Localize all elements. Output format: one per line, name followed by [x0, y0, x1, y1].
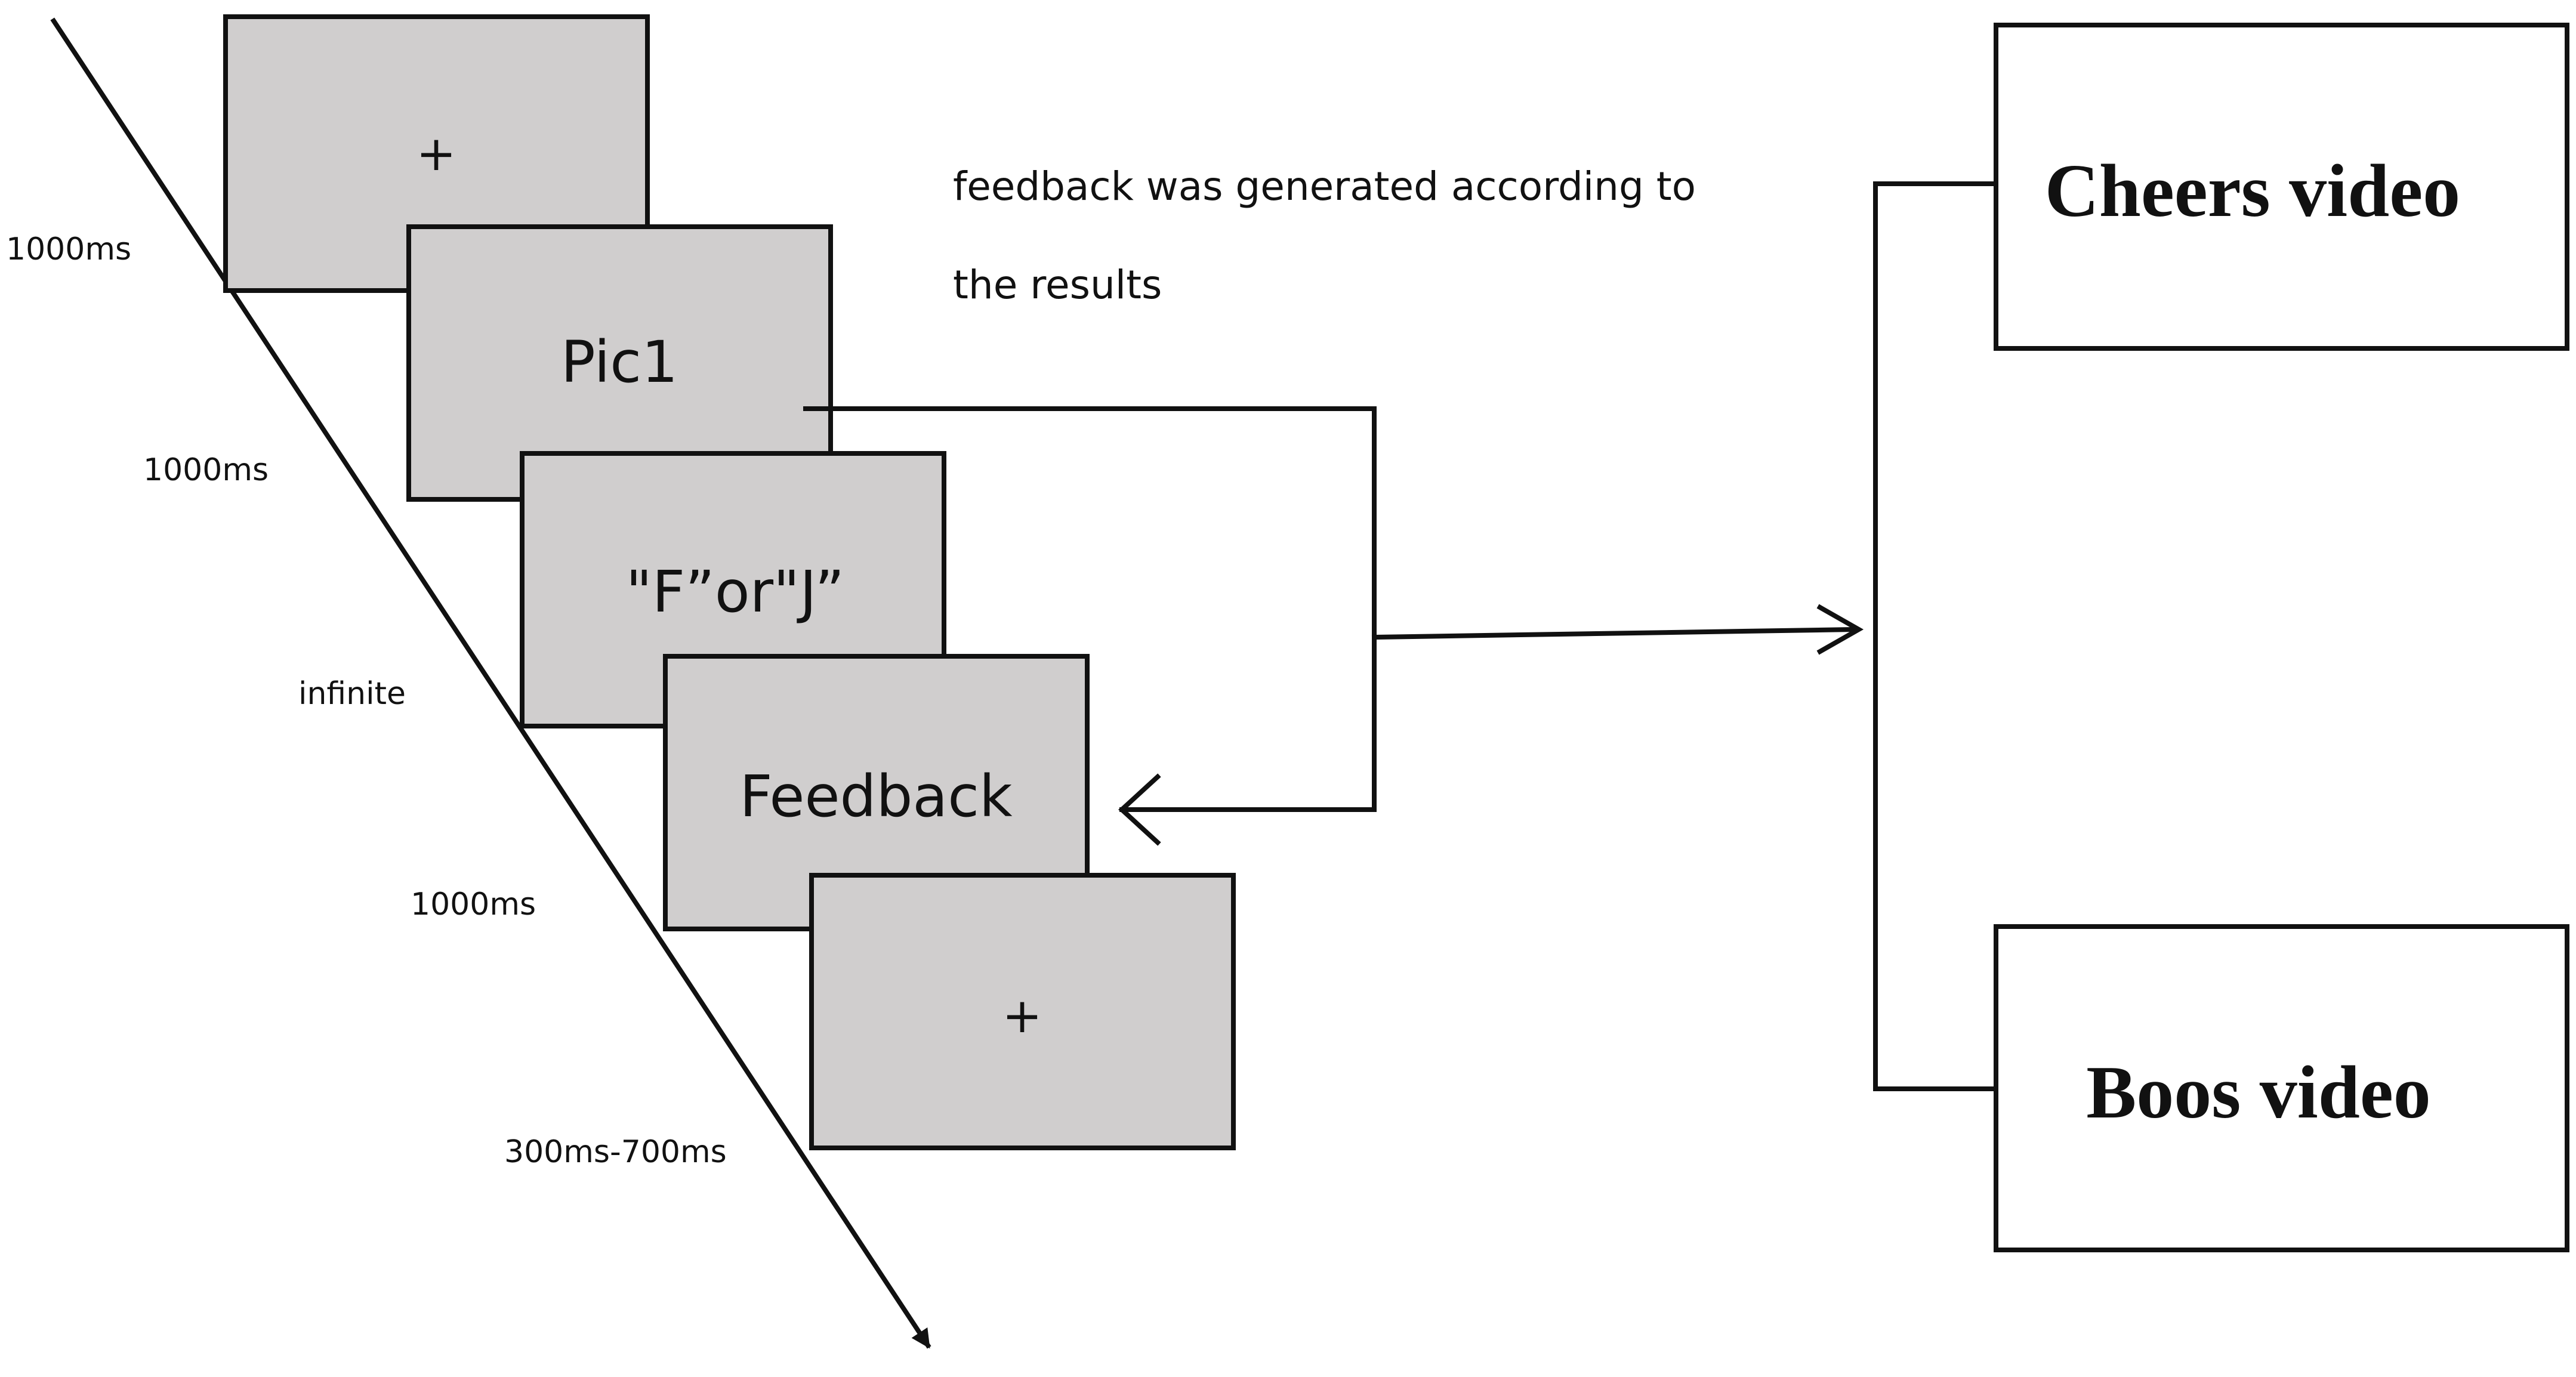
screen-fixation-2: +	[809, 873, 1236, 1150]
fixation-cross-1: +	[416, 126, 456, 181]
note-line-1: feedback was generated according to	[953, 163, 1696, 209]
timing-label-2: 1000ms	[143, 452, 269, 488]
feedback-label: Feedback	[739, 763, 1013, 830]
boos-video-label: Boos video	[2086, 1051, 2431, 1134]
timing-label-3: infinite	[298, 676, 406, 712]
boos-video-box: Boos video	[1994, 924, 2569, 1252]
note-line-2: the results	[953, 262, 1162, 308]
timing-label-1: 1000ms	[6, 231, 131, 267]
response-keys-label: "F”or"J”	[626, 558, 845, 625]
cheers-video-label: Cheers video	[2045, 150, 2460, 233]
timing-label-5: 300ms-700ms	[504, 1134, 727, 1170]
feedback-arrowhead	[1118, 773, 1161, 846]
timeline-arrow	[50, 17, 931, 1349]
branch-arrowhead	[1816, 604, 1864, 655]
cheers-video-box: Cheers video	[1994, 23, 2569, 351]
fixation-cross-2: +	[1002, 988, 1042, 1043]
feedback-loop-line	[803, 406, 1377, 812]
stimulus-label: Pic1	[561, 329, 678, 396]
outcome-bracket	[1873, 181, 1998, 1091]
branch-to-videos-line	[1371, 626, 1859, 640]
timing-label-4: 1000ms	[411, 887, 536, 922]
